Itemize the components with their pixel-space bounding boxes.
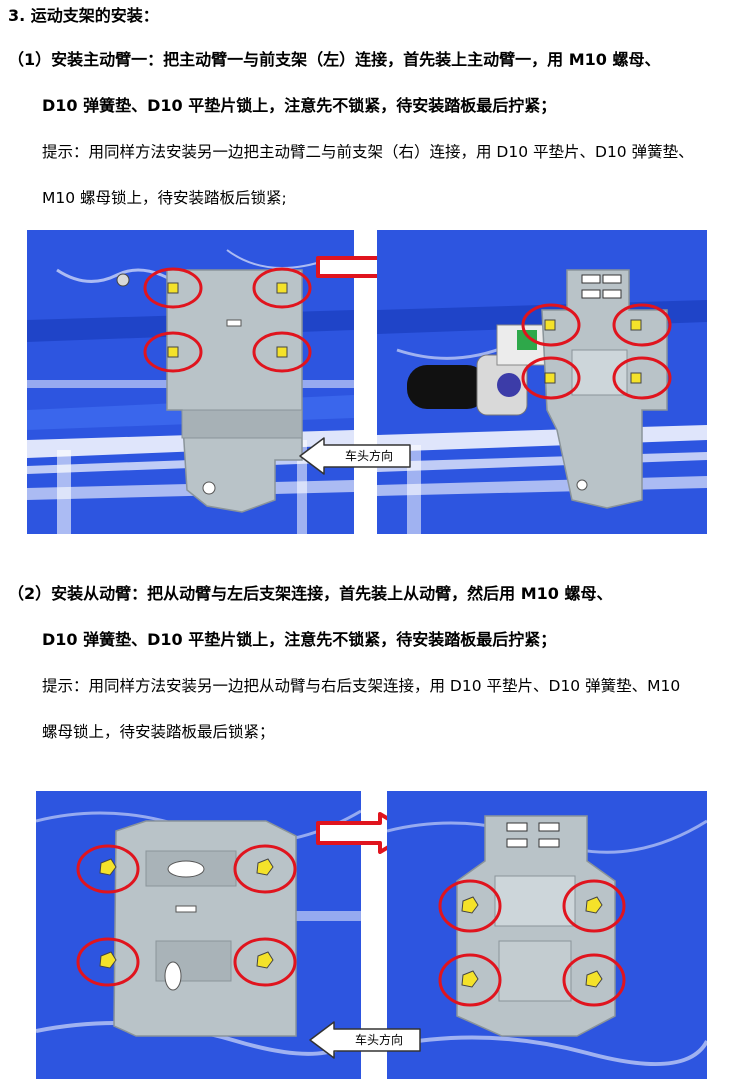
- step1-direction-arrow-icon: 车头方向: [298, 436, 412, 476]
- step1-heading-line2: D10 弹簧垫、D10 平垫片锁上，注意先不锁紧，待安装踏板最后拧紧；: [42, 96, 557, 115]
- step2-direction-arrow-icon: 车头方向: [308, 1020, 422, 1060]
- step1-tip-line2: M10 螺母锁上，待安装踏板后锁紧;: [42, 189, 287, 207]
- step2-photo-after: [387, 791, 707, 1079]
- step1-photo-after-drawing: [377, 230, 707, 534]
- step1-direction-label: 车头方向: [344, 449, 393, 463]
- step1-photo-after: [377, 230, 707, 534]
- step2-tip-line2: 螺母锁上，待安装踏板最后锁紧；: [42, 723, 275, 741]
- step1-heading-line1: （1）安装主动臂一：把主动臂一与前支架（左）连接，首先装上主动臂一，用 M10 …: [8, 50, 661, 69]
- step2-photo-before-drawing: [36, 791, 361, 1079]
- step1-photo-before-drawing: [27, 230, 354, 534]
- step2-heading-line1: （2）安装从动臂：把从动臂与左后支架连接，首先装上从动臂，然后用 M10 螺母、: [8, 584, 613, 603]
- step1-tip-line1: 提示：用同样方法安装另一边把主动臂二与前支架（右）连接，用 D10 平垫片、D1…: [42, 143, 694, 161]
- step1-photo-before: [27, 230, 354, 534]
- step2-heading-line2: D10 弹簧垫、D10 平垫片锁上，注意先不锁紧，待安装踏板最后拧紧；: [42, 630, 557, 649]
- step2-photo-after-drawing: [387, 791, 707, 1079]
- step2-direction-label: 车头方向: [354, 1033, 403, 1047]
- step2-photo-before: [36, 791, 361, 1079]
- section-title: 3. 运动支架的安装：: [8, 6, 159, 25]
- step2-tip-line1: 提示：用同样方法安装另一边把从动臂与右后支架连接，用 D10 平垫片、D10 弹…: [42, 677, 681, 695]
